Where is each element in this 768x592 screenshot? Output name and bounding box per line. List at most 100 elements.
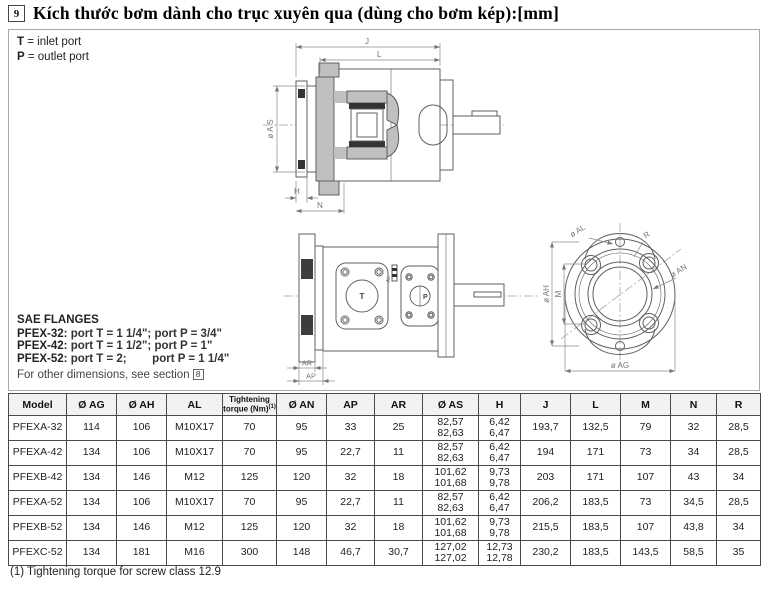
col-as: Ø AS xyxy=(422,393,479,416)
dimension-cell: 79 xyxy=(620,415,671,441)
dim-label-n: N xyxy=(317,201,323,210)
dimension-cell: 28,5 xyxy=(716,415,761,441)
dimension-cell: 171 xyxy=(570,440,621,466)
col-al: AL xyxy=(166,393,223,416)
dimension-cell: 6,42 6,47 xyxy=(478,440,521,466)
dimension-cell: 206,2 xyxy=(520,490,571,516)
dim-label-r: R xyxy=(642,229,652,240)
col-m: M xyxy=(620,393,671,416)
dimension-cell: 34 xyxy=(716,465,761,491)
dimension-cell: 73 xyxy=(620,490,671,516)
dimension-cell: 70 xyxy=(222,415,277,441)
dimension-cell: 183,5 xyxy=(570,490,621,516)
dimension-cell: 125 xyxy=(222,465,277,491)
dimension-cell: 134 xyxy=(66,490,117,516)
dimension-cell: 194 xyxy=(520,440,571,466)
dimension-cell: 6,42 6,47 xyxy=(478,415,521,441)
dimension-cell: 82,57 82,63 xyxy=(422,490,479,516)
dim-label-m: M xyxy=(554,290,563,297)
dimension-cell: M16 xyxy=(166,540,223,566)
dimension-cell: 127,02 127,02 xyxy=(422,540,479,566)
sae-model-32: PFEX-32: xyxy=(17,327,68,340)
model-cell: PFEXA-52 xyxy=(8,490,67,516)
dimension-cell: 101,62 101,68 xyxy=(422,465,479,491)
dimension-cell: 134 xyxy=(66,540,117,566)
dimension-cell: 148 xyxy=(276,540,327,566)
dimension-cell: 120 xyxy=(276,515,327,541)
dimension-cell: 82,57 82,63 xyxy=(422,415,479,441)
sae-model-42: PFEX-42: xyxy=(17,340,68,352)
dimension-cell: 35 xyxy=(716,540,761,566)
dim-label-ap: AP xyxy=(306,372,316,381)
table-header: Model Ø AG Ø AH AL Tightening torque (Nm… xyxy=(8,393,761,416)
dimension-cell: 28,5 xyxy=(716,440,761,466)
dimension-cell: 82,57 82,63 xyxy=(422,440,479,466)
sae-model-52: PFEX-52: xyxy=(17,352,68,365)
dimension-cell: 230,2 xyxy=(520,540,571,566)
dimension-cell: 300 xyxy=(222,540,277,566)
dimension-cell: 22,7 xyxy=(326,440,375,466)
dimension-cell: 114 xyxy=(66,415,117,441)
col-h: H xyxy=(478,393,521,416)
dimension-cell: M10X17 xyxy=(166,490,223,516)
dimension-cell: 106 xyxy=(116,415,167,441)
dimension-cell: 34 xyxy=(716,515,761,541)
dim-label-ag: ø AG xyxy=(611,361,629,370)
model-cell: PFEXB-42 xyxy=(8,465,67,491)
dimension-cell: 193,7 xyxy=(520,415,571,441)
dim-label-ah: ø AH xyxy=(543,285,551,303)
dimension-cell: 70 xyxy=(222,490,277,516)
sae-flanges-block: SAE FLANGES PFEX-32: port T = 1 1/4"; po… xyxy=(17,314,229,365)
sae-detail-32: port T = 1 1/4"; port P = 3/4" xyxy=(70,327,222,340)
dimension-cell: 132,5 xyxy=(570,415,621,441)
sae-line-32: PFEX-32: port T = 1 1/4"; port P = 3/4" xyxy=(17,328,229,341)
dimension-cell: 181 xyxy=(116,540,167,566)
torque-footnote-ref: (1) xyxy=(268,404,276,411)
dimension-cell: 95 xyxy=(276,490,327,516)
dim-label-l: L xyxy=(377,50,382,59)
dim-label-ar: AR xyxy=(302,359,313,368)
col-torque: Tightening torque (Nm)(1) xyxy=(222,393,277,416)
model-cell: PFEXC-52 xyxy=(8,540,67,566)
dimension-cell: 95 xyxy=(276,440,327,466)
dimension-cell: 203 xyxy=(520,465,571,491)
port-legend: T = inlet port P = outlet port xyxy=(17,35,89,65)
dimension-cell: 215,5 xyxy=(520,515,571,541)
dimension-cell: 11 xyxy=(374,490,423,516)
dimension-cell: 107 xyxy=(620,515,671,541)
dimension-cell: M12 xyxy=(166,515,223,541)
dimension-cell: 120 xyxy=(276,465,327,491)
col-r: R xyxy=(716,393,761,416)
sae-line-52: PFEX-52: port T = 2; port P = 1 1/4" xyxy=(17,353,229,366)
dimension-cell: M10X17 xyxy=(166,415,223,441)
port-label-t: T xyxy=(360,292,365,301)
dim-label-j: J xyxy=(365,37,369,46)
figure-box: T = inlet port P = outlet port SAE FLANG… xyxy=(8,29,760,391)
outlet-desc: = outlet port xyxy=(27,51,89,63)
inlet-desc: = inlet port xyxy=(27,36,82,48)
dimension-cell: 58,5 xyxy=(670,540,717,566)
page-header: 9 Kích thước bơm dành cho trục xuyên qua… xyxy=(8,3,559,24)
sae-heading: SAE FLANGES xyxy=(17,314,99,326)
other-dimensions-note: For other dimensions, see section 8 xyxy=(17,369,204,381)
dimension-cell: 43 xyxy=(670,465,717,491)
dimension-cell: 9,73 9,78 xyxy=(478,465,521,491)
section-8-box: 8 xyxy=(192,369,204,380)
dimension-cell: 106 xyxy=(116,490,167,516)
sae-detail-42: port T = 1 1/2"; port P = 1" xyxy=(70,340,213,352)
dimension-cell: 171 xyxy=(570,465,621,491)
dimension-cell: 34,5 xyxy=(670,490,717,516)
dimension-cell: 11 xyxy=(374,440,423,466)
legend-outlet: P = outlet port xyxy=(17,50,89,65)
dimension-cell: 32 xyxy=(326,465,375,491)
dimension-cell: 32 xyxy=(670,415,717,441)
sae-line-42: PFEX-42: port T = 1 1/2"; port P = 1" xyxy=(17,340,229,353)
dim-label-as: ø A S xyxy=(266,119,275,138)
col-model: Model xyxy=(8,393,67,416)
sae-detail-52: port T = 2; port P = 1 1/4" xyxy=(70,352,230,365)
pump-flange-view-drawing: ø AL R ø AN ø AH M ø AG xyxy=(543,222,689,374)
port-label-p: P xyxy=(423,294,428,301)
